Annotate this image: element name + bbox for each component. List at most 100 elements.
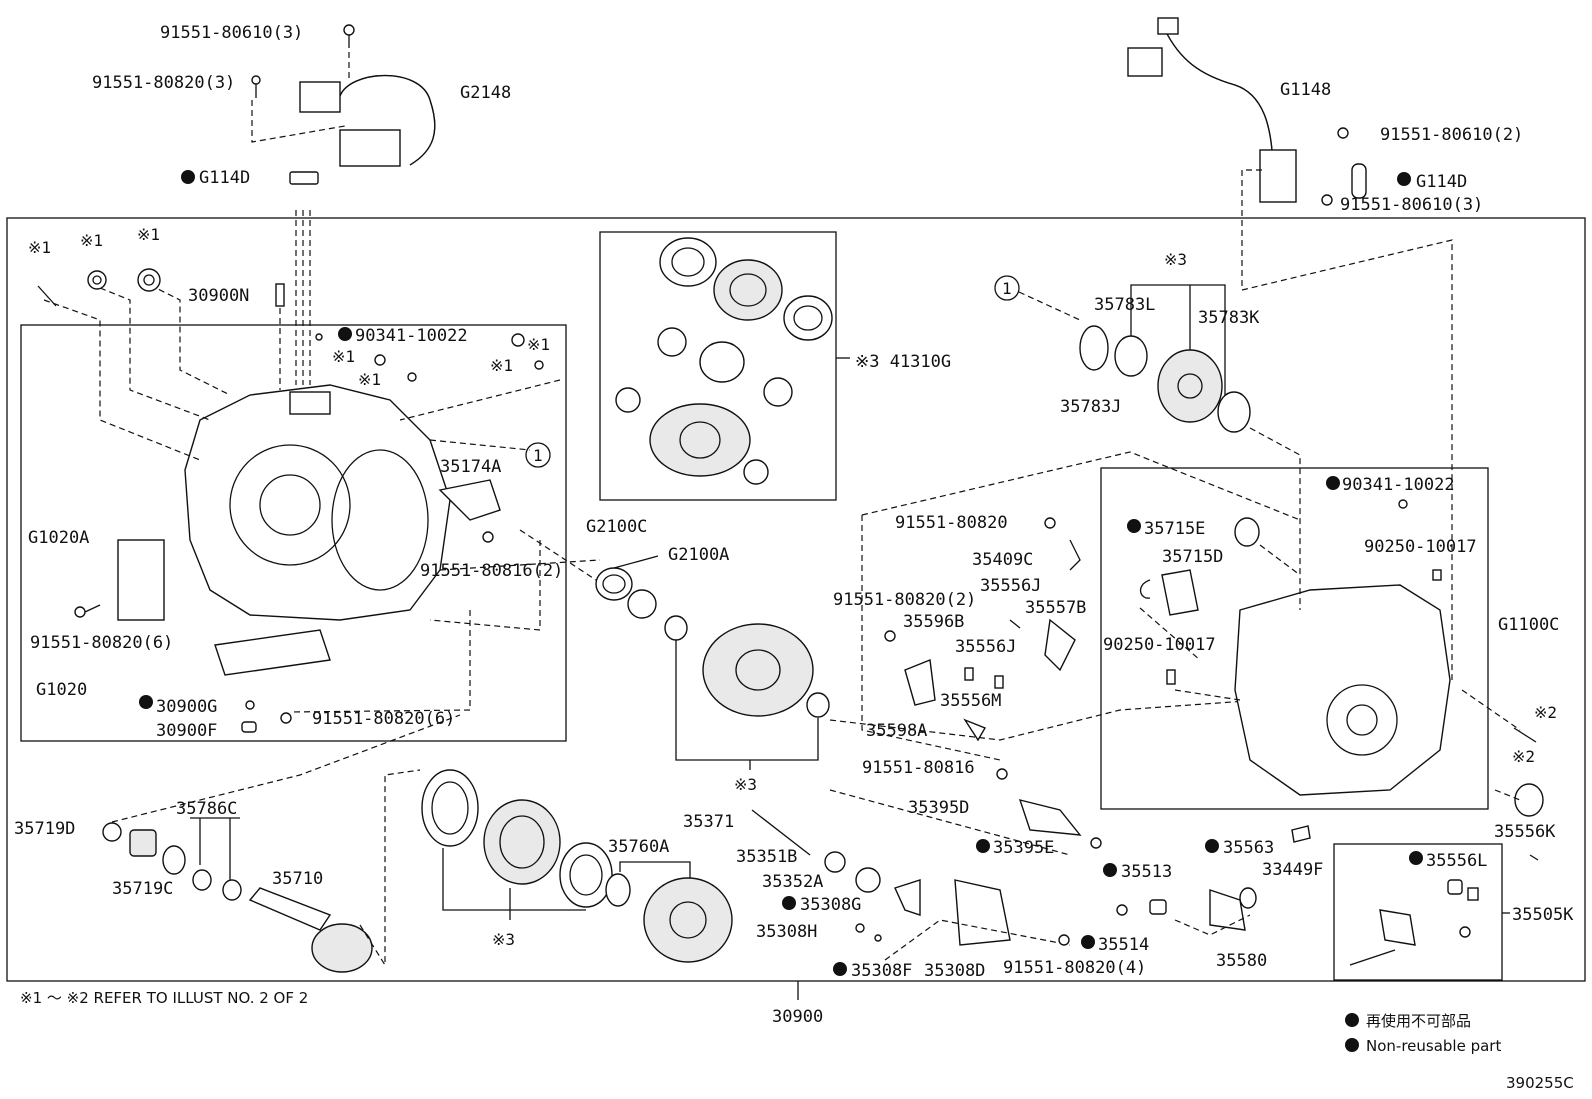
label-35783j[interactable]: 35783J — [1060, 397, 1121, 417]
legend-non-reusable-jp: 再使用不可部品 — [1366, 1012, 1471, 1030]
label-91551-80820-2[interactable]: 91551-80820(2) — [833, 590, 976, 610]
oil-pump-parts — [1058, 727, 1544, 946]
label-91551-80820[interactable]: 91551-80820 — [895, 513, 1008, 533]
label-ref1-a[interactable]: ※1 — [28, 238, 51, 257]
label-ref1-f[interactable]: ※1 — [490, 356, 513, 375]
label-33449f[interactable]: 33449F — [1262, 860, 1323, 880]
label-35596b[interactable]: 35596B — [903, 612, 964, 632]
g114d-gasket-right — [1351, 163, 1367, 199]
label-g1148[interactable]: G1148 — [1280, 80, 1331, 100]
label-35308g[interactable]: 35308G — [800, 895, 861, 915]
output-gear-set — [1079, 325, 1251, 433]
label-35598a[interactable]: 35598A — [866, 721, 927, 741]
label-35783k[interactable]: 35783K — [1198, 308, 1260, 328]
label-35557b[interactable]: 35557B — [1025, 598, 1086, 618]
label-35786c[interactable]: 35786C — [176, 799, 237, 819]
label-35308f[interactable]: 35308F — [851, 961, 912, 981]
label-35715d[interactable]: 35715D — [1162, 547, 1223, 567]
label-ref2-a[interactable]: ※2 — [1534, 703, 1557, 722]
label-35308d[interactable]: 35308D — [924, 961, 985, 981]
label-35505k[interactable]: 35505K — [1512, 905, 1574, 925]
label-41310g[interactable]: ※3 41310G — [855, 352, 951, 372]
label-30900n[interactable]: 30900N — [188, 286, 249, 306]
label-ref1-d[interactable]: ※1 — [527, 335, 550, 354]
label-35715e[interactable]: 35715E — [1144, 519, 1205, 539]
label-g1020a[interactable]: G1020A — [28, 528, 89, 548]
differential-kit-parts — [615, 237, 833, 485]
label-35719d[interactable]: 35719D — [14, 819, 75, 839]
label-ref2-b[interactable]: ※2 — [1512, 747, 1535, 766]
label-ref3-b[interactable]: ※3 — [492, 930, 515, 949]
accessory-kit-parts — [1349, 879, 1479, 966]
label-circle-1-right[interactable]: 1 — [1002, 279, 1012, 298]
label-ref3-a[interactable]: ※3 — [734, 775, 757, 794]
label-91551-80610-2[interactable]: 91551-80610(2) — [1380, 125, 1523, 145]
label-g114d-right[interactable]: G114D — [1416, 172, 1467, 192]
label-91551-80820-4[interactable]: 91551-80820(4) — [1003, 958, 1146, 978]
label-91551-80610-3-top[interactable]: 91551-80610(3) — [160, 23, 303, 43]
accessory-kit-frame — [1333, 843, 1503, 981]
part-labels: 91551-80610(3) 91551-80820(3) G2148 G114… — [14, 23, 1574, 1092]
label-35760a[interactable]: 35760A — [608, 837, 669, 857]
label-91551-80816[interactable]: 91551-80816 — [862, 758, 975, 778]
label-ref1-g[interactable]: ※1 — [358, 370, 381, 389]
transaxle-case — [1139, 499, 1451, 796]
label-g114d-left[interactable]: G114D — [199, 168, 250, 188]
label-g2100c[interactable]: G2100C — [586, 517, 647, 537]
label-35352a[interactable]: 35352A — [762, 872, 823, 892]
label-35556l[interactable]: 35556L — [1426, 851, 1487, 871]
label-ref1-b[interactable]: ※1 — [80, 231, 103, 250]
label-35395d[interactable]: 35395D — [908, 798, 969, 818]
label-91551-80820-6-a[interactable]: 91551-80820(6) — [30, 633, 173, 653]
label-35351b[interactable]: 35351B — [736, 847, 797, 867]
label-35308h[interactable]: 35308H — [756, 922, 817, 942]
transaxle-housing — [117, 384, 501, 676]
label-ref1-c[interactable]: ※1 — [137, 225, 160, 244]
parking-lock-parts — [751, 809, 1011, 946]
label-ref3-c[interactable]: ※3 — [1164, 250, 1187, 269]
label-35710[interactable]: 35710 — [272, 869, 323, 889]
label-g2148[interactable]: G2148 — [460, 83, 511, 103]
label-35174a[interactable]: 35174A — [440, 457, 501, 477]
label-35556k[interactable]: 35556K — [1494, 822, 1556, 842]
label-g1020[interactable]: G1020 — [36, 680, 87, 700]
label-35409c[interactable]: 35409C — [972, 550, 1033, 570]
label-35556m[interactable]: 35556M — [940, 691, 1001, 711]
label-35395e[interactable]: 35395E — [993, 838, 1054, 858]
harness-g1148 — [1127, 17, 1367, 206]
label-91551-80820-6-b[interactable]: 91551-80820(6) — [312, 709, 455, 729]
case-group-frame — [1100, 467, 1489, 810]
label-30900g[interactable]: 30900G — [156, 697, 217, 717]
label-35563[interactable]: 35563 — [1223, 838, 1274, 858]
label-ref1-e[interactable]: ※1 — [332, 347, 355, 366]
label-35783l[interactable]: 35783L — [1094, 295, 1155, 315]
label-91551-80610-3-right[interactable]: 91551-80610(3) — [1340, 195, 1483, 215]
label-30900f[interactable]: 30900F — [156, 721, 217, 741]
label-91551-80820-3[interactable]: 91551-80820(3) — [92, 73, 235, 93]
label-90341-10022-left[interactable]: 90341-10022 — [355, 326, 468, 346]
label-g2100a[interactable]: G2100A — [668, 545, 729, 565]
label-main-assembly-30900[interactable]: 30900 — [772, 1007, 823, 1027]
label-35371[interactable]: 35371 — [683, 812, 734, 832]
label-90250-10017-a[interactable]: 90250-10017 — [1364, 537, 1477, 557]
label-91551-80816-2[interactable]: 91551-80816(2) — [420, 561, 563, 581]
label-35556j-a[interactable]: 35556J — [980, 576, 1041, 596]
label-g1100c[interactable]: G1100C — [1498, 615, 1559, 635]
illustration-id: 390255C — [1506, 1074, 1574, 1092]
label-35556j-b[interactable]: 35556J — [955, 637, 1016, 657]
shift-lever-parts — [884, 517, 1102, 849]
differential-parts — [595, 567, 830, 718]
label-35513[interactable]: 35513 — [1121, 862, 1172, 882]
label-35719c[interactable]: 35719C — [112, 879, 173, 899]
counter-shaft-group — [102, 822, 373, 973]
label-circle-1-left[interactable]: 1 — [533, 446, 543, 465]
label-35514[interactable]: 35514 — [1098, 935, 1149, 955]
housing-group-frame — [20, 324, 567, 742]
label-90250-10017-b[interactable]: 90250-10017 — [1103, 635, 1216, 655]
harness-g2148 — [251, 24, 436, 167]
label-35580[interactable]: 35580 — [1216, 951, 1267, 971]
label-90341-10022-right[interactable]: 90341-10022 — [1342, 475, 1455, 495]
ring-gear-group — [421, 769, 733, 963]
ref-circle-1-left — [525, 442, 551, 468]
